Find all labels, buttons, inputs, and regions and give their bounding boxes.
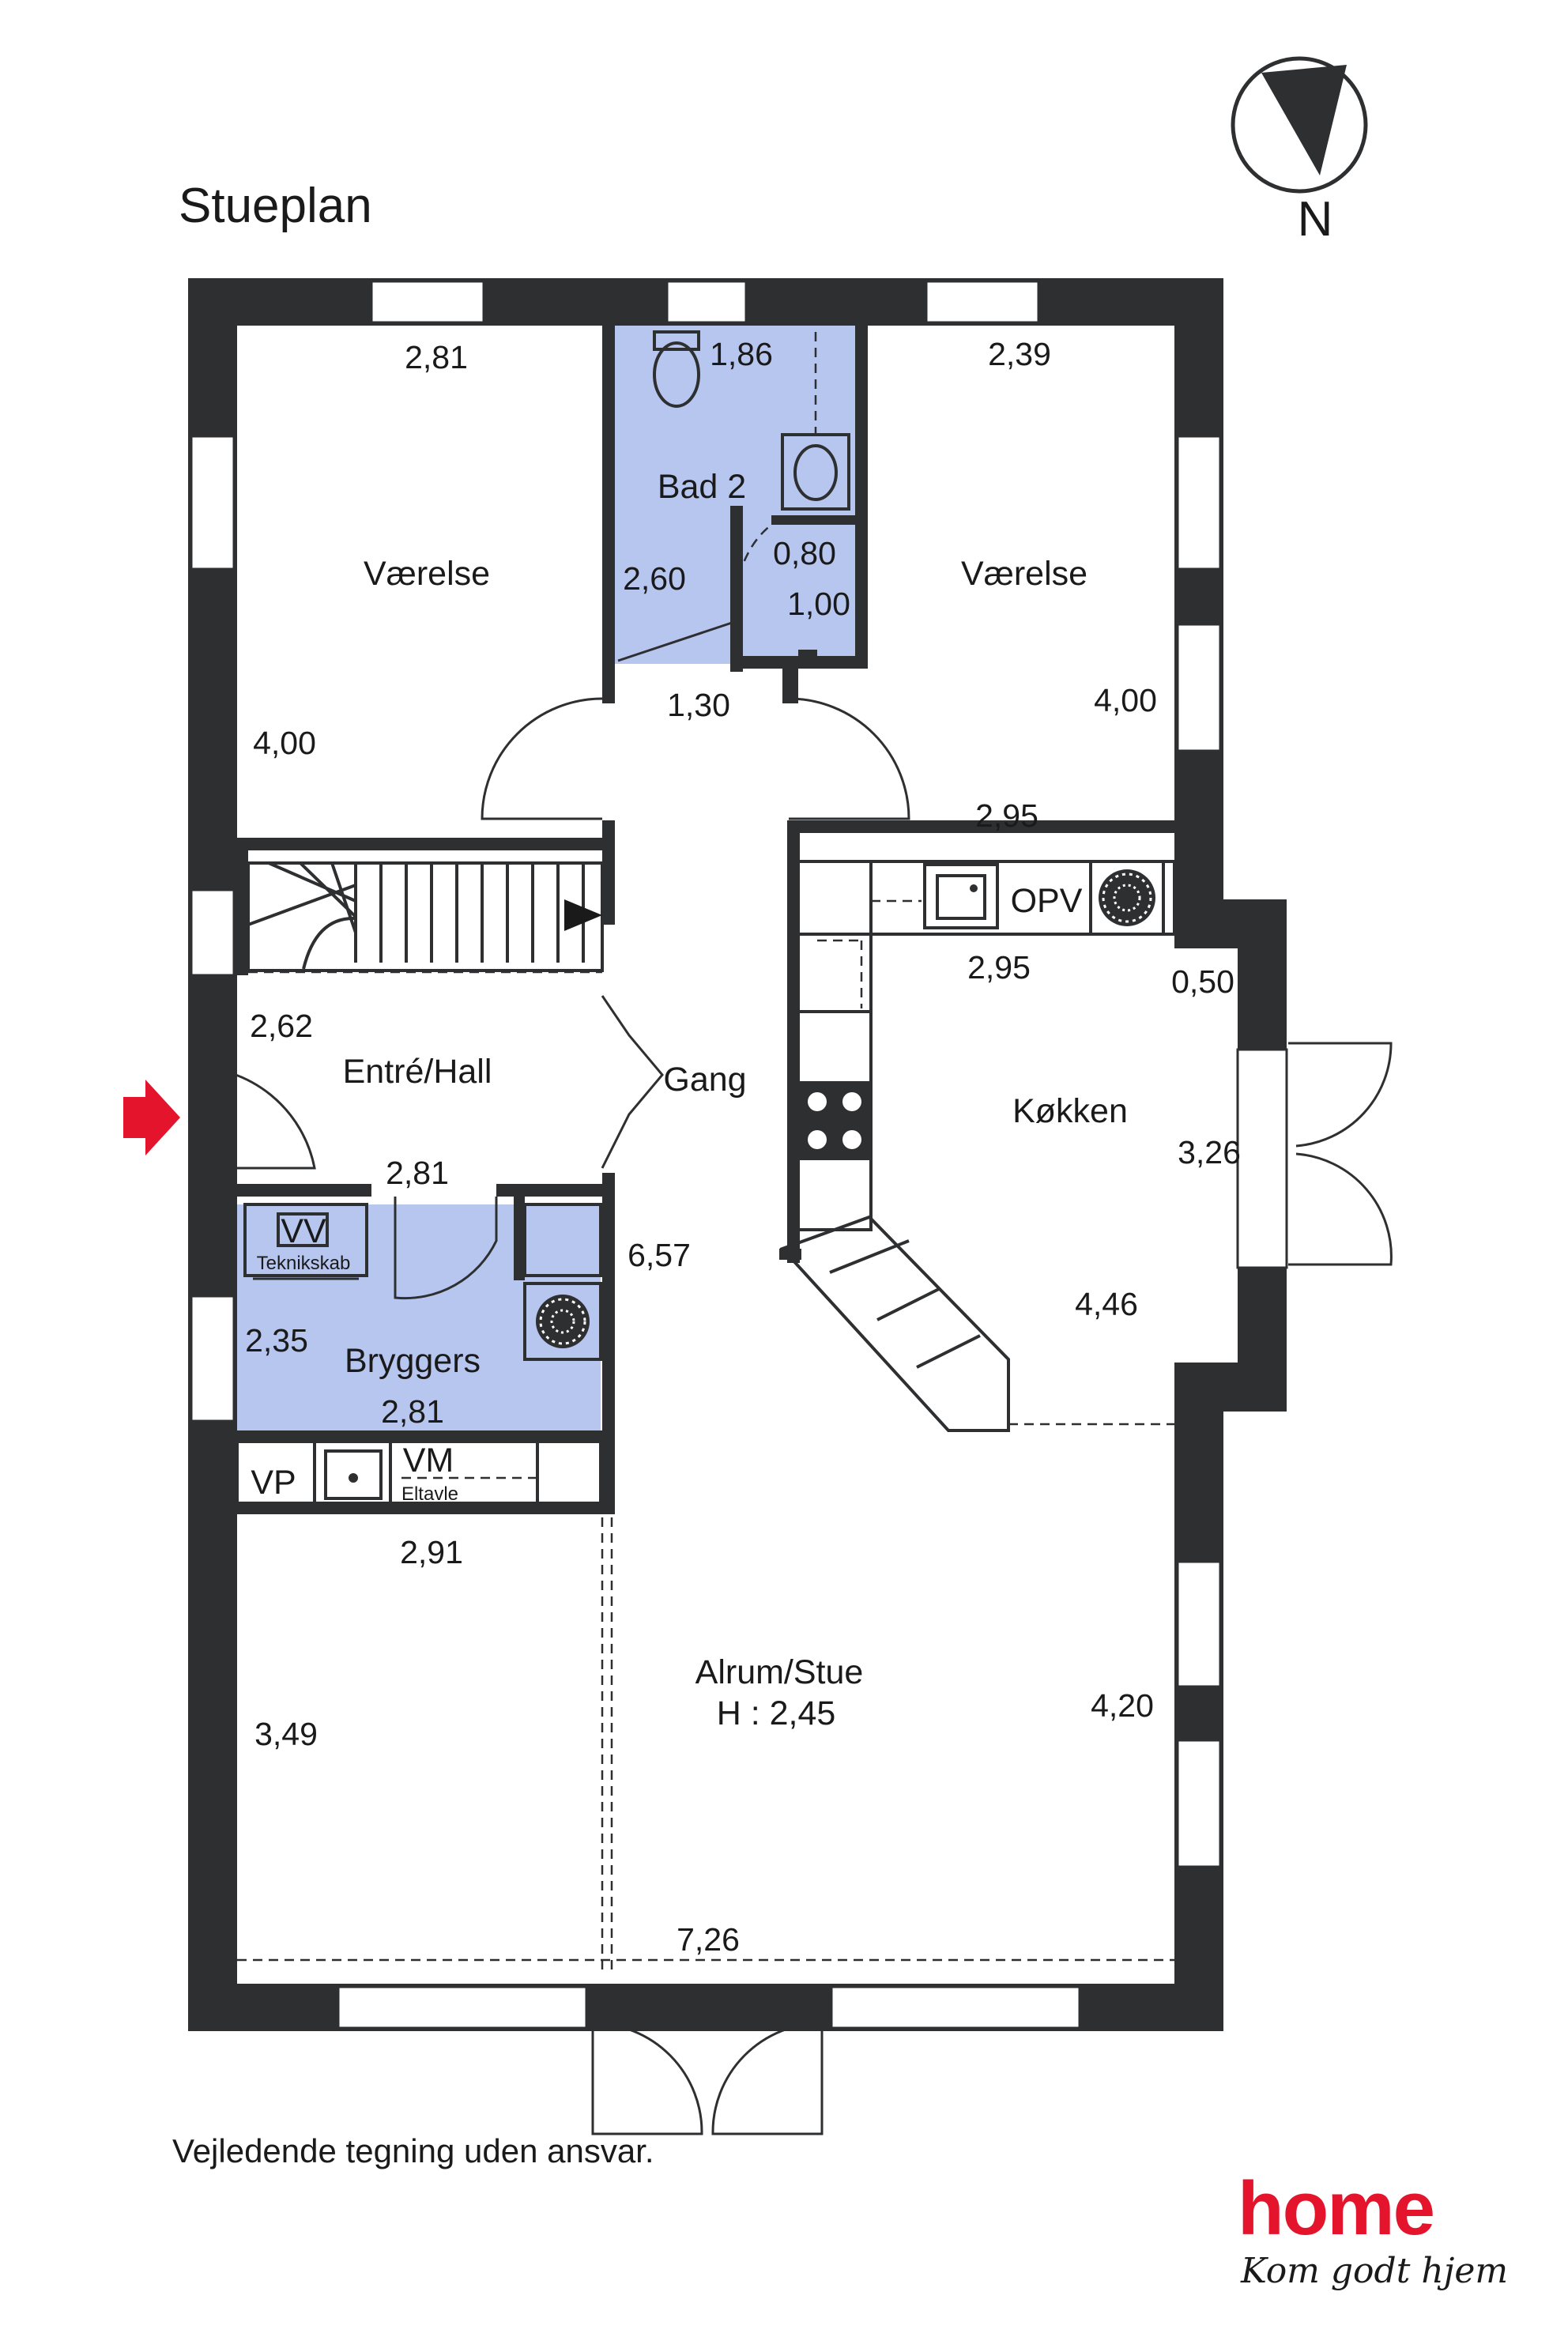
staircase bbox=[247, 861, 604, 974]
room-label-alrum: Alrum/Stue bbox=[695, 1653, 864, 1691]
room-label-bryggers: Bryggers bbox=[345, 1342, 481, 1380]
doors bbox=[188, 697, 1393, 2135]
dim-label: 2,95 bbox=[967, 949, 1031, 986]
dim-label: 2,39 bbox=[988, 336, 1051, 372]
dim-label: 3,49 bbox=[254, 1716, 318, 1752]
room-label-vaerelse-left: Værelse bbox=[364, 555, 490, 593]
toilet-icon bbox=[653, 341, 700, 408]
dim-label: 2,35 bbox=[245, 1322, 308, 1359]
alrum-outline bbox=[237, 1486, 1174, 1976]
dim-label: 2,91 bbox=[400, 1534, 463, 1570]
kitchen-fan-icon bbox=[1099, 869, 1155, 926]
bryggers-fixtures bbox=[236, 1203, 602, 1510]
dim-label: 4,00 bbox=[1094, 682, 1157, 718]
brand-logo: home bbox=[1238, 2166, 1435, 2251]
page-title: Stueplan bbox=[179, 179, 372, 233]
dim-label: 2,60 bbox=[623, 560, 686, 597]
disclaimer-text: Vejledende tegning uden ansvar. bbox=[172, 2132, 654, 2169]
fixture-label-teknikskab: Teknikskab bbox=[257, 1253, 351, 1274]
dim-label: 2,81 bbox=[405, 339, 468, 375]
dim-label: 2,81 bbox=[386, 1155, 449, 1191]
room-label-koekken: Køkken bbox=[1012, 1092, 1128, 1130]
dim-label: 0,50 bbox=[1171, 963, 1234, 1000]
dim-label: 1,30 bbox=[667, 687, 730, 723]
dim-label: 1,86 bbox=[710, 336, 773, 372]
dim-label: 1,00 bbox=[787, 586, 850, 622]
north-label: N bbox=[1298, 192, 1333, 247]
brand-tagline: Kom godt hjem bbox=[1241, 2251, 1509, 2291]
bad2-fixtures bbox=[617, 330, 850, 662]
kitchen-counters bbox=[779, 860, 1176, 1432]
dim-label: 3,26 bbox=[1178, 1134, 1241, 1170]
fixture-label-eltavle: Eltavle bbox=[401, 1483, 458, 1505]
fixture-label-opv: OPV bbox=[1011, 882, 1083, 920]
windows bbox=[190, 280, 1288, 2030]
entrance-arrow-icon bbox=[123, 1080, 180, 1155]
cooktop bbox=[798, 1083, 871, 1159]
north-compass-icon bbox=[1231, 56, 1368, 194]
room-label-bad2: Bad 2 bbox=[658, 468, 746, 506]
dim-label: 4,20 bbox=[1091, 1687, 1154, 1724]
dim-label: 7,26 bbox=[677, 1921, 740, 1958]
dim-label: 4,46 bbox=[1075, 1286, 1138, 1322]
room-label-gang: Gang bbox=[663, 1061, 746, 1099]
dim-label: 2,62 bbox=[250, 1008, 313, 1044]
stair-direction-arrow bbox=[564, 899, 602, 931]
fixture-label-vp: VP bbox=[251, 1464, 296, 1502]
kitchen-sink bbox=[923, 863, 999, 929]
room-label-vaerelse-right: Værelse bbox=[961, 555, 1087, 593]
ventilation-fan-icon bbox=[536, 1295, 590, 1348]
room-label-alrum-height: H : 2,45 bbox=[717, 1694, 836, 1732]
dim-label: 2,81 bbox=[381, 1393, 444, 1430]
dim-label: 4,00 bbox=[253, 725, 316, 761]
fixture-label-vv: VV bbox=[281, 1212, 326, 1250]
dim-label: 0,80 bbox=[773, 535, 836, 571]
room-label-entre: Entré/Hall bbox=[343, 1053, 492, 1091]
dim-label: 6,57 bbox=[628, 1237, 691, 1273]
dim-label: 2,95 bbox=[975, 797, 1038, 834]
fixture-label-vm: VM bbox=[403, 1442, 454, 1479]
